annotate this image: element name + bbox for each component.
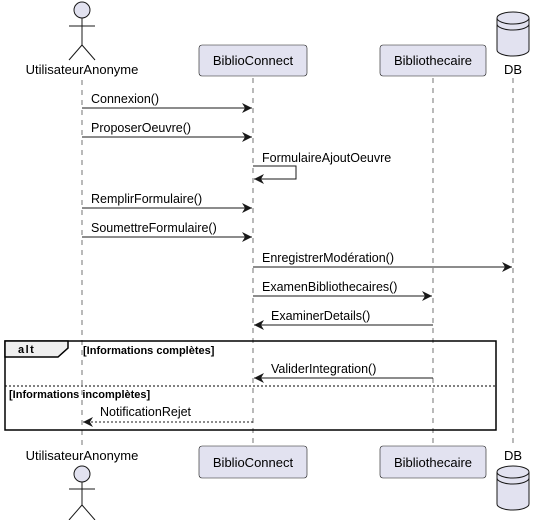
participant-label-biblioconnect-bottom: BiblioConnect [213, 455, 294, 470]
participant-box-bibliothecaire-bottom [379, 445, 487, 479]
participant-label-db-top: DB [504, 62, 522, 77]
participant-label-bibliothecaire-bottom: Bibliothecaire [394, 455, 472, 470]
message-label-6: EnregistrerModération() [262, 251, 394, 265]
message-label-1: Connexion() [91, 92, 159, 106]
message-label-2: ProposerOeuvre() [91, 121, 191, 135]
alt-guard-1: [Informations complètes] [83, 345, 215, 357]
message-arrow-3-self [253, 165, 297, 184]
participant-box-bibliothecaire-top [379, 44, 487, 77]
actor-icon-top [68, 1, 96, 61]
participant-label-user-bottom: UtilisateurAnonyme [26, 448, 139, 463]
message-label-4: RemplirFormulaire() [91, 192, 202, 206]
database-icon-bottom [496, 465, 530, 511]
alt-fragment-tab [4, 340, 69, 358]
message-label-10: NotificationRejet [100, 405, 192, 419]
participant-label-biblioconnect-top: BiblioConnect [213, 53, 294, 68]
alt-operator-label: alt [18, 344, 35, 356]
participant-label-user-top: UtilisateurAnonyme [26, 62, 139, 77]
message-label-8: ExaminerDetails() [271, 309, 370, 323]
database-icon-top [496, 11, 530, 57]
participant-label-bibliothecaire-top: Bibliothecaire [394, 53, 472, 68]
actor-icon-bottom [68, 465, 96, 520]
message-label-3: FormulaireAjoutOeuvre [262, 151, 391, 165]
participant-label-db-bottom: DB [504, 448, 522, 463]
participant-box-biblioconnect-bottom [198, 445, 308, 479]
alt-guard-2: [Informations incomplètes] [9, 389, 151, 401]
message-label-5: SoumettreFormulaire() [91, 221, 217, 235]
message-label-9: ValiderIntegration() [271, 362, 376, 376]
participant-box-biblioconnect-top [198, 44, 308, 77]
message-label-7: ExamenBibliothecaires() [262, 280, 397, 294]
